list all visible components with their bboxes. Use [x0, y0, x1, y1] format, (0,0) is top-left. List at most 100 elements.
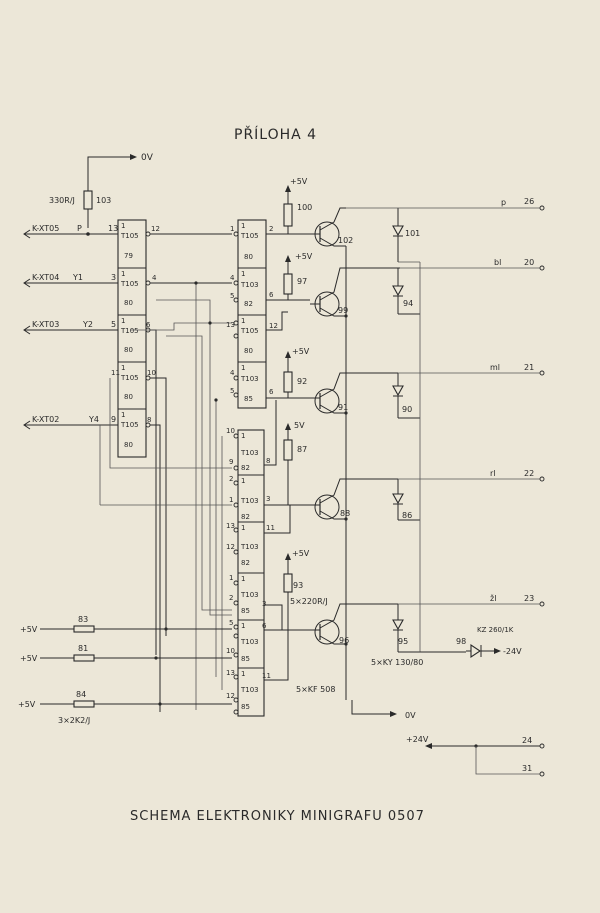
ground-ref-top: 0V [87, 153, 154, 195]
supply-resistor-97: +5V 97 [283, 252, 313, 301]
svg-text:T105: T105 [240, 232, 259, 240]
svg-text:1: 1 [229, 496, 233, 504]
svg-text:3×2K2/J: 3×2K2/J [58, 716, 90, 725]
supply-resistor-92: +5V 92 [283, 347, 310, 398]
svg-text:3: 3 [262, 600, 266, 608]
input-k-xt05: K-XT05 P 13 [23, 224, 118, 239]
svg-text:102: 102 [338, 236, 353, 245]
svg-text:ml: ml [490, 363, 500, 372]
svg-text:1: 1 [241, 575, 245, 583]
svg-text:1: 1 [241, 477, 245, 485]
svg-text:+24V: +24V [406, 735, 429, 744]
svg-text:11: 11 [262, 672, 271, 680]
svg-text:T103: T103 [240, 375, 259, 383]
svg-text:13: 13 [226, 669, 235, 677]
diode-101: 101 [392, 208, 420, 262]
transistor-96: 96 [310, 603, 398, 645]
svg-text:13: 13 [226, 321, 235, 329]
svg-text:K-XT03: K-XT03 [32, 320, 59, 329]
svg-text:95: 95 [398, 637, 408, 646]
svg-text:5: 5 [230, 292, 234, 300]
svg-text:1: 1 [241, 622, 245, 630]
svg-text:82: 82 [244, 300, 253, 308]
diode-90: 90 [392, 373, 420, 419]
svg-text:5: 5 [229, 619, 233, 627]
resistor-103: 330R/J 103 [49, 190, 111, 228]
svg-text:+5V: +5V [292, 347, 310, 356]
output-24: +24V 24 31 [406, 735, 545, 777]
svg-text:80: 80 [124, 441, 133, 449]
svg-text:85: 85 [244, 395, 253, 403]
svg-text:21: 21 [524, 363, 534, 372]
svg-text:T105: T105 [120, 374, 139, 382]
svg-text:Y1: Y1 [72, 273, 83, 282]
svg-text:1: 1 [121, 317, 125, 325]
svg-text:K-XT04: K-XT04 [32, 273, 59, 282]
svg-text:101: 101 [405, 229, 420, 238]
svg-text:4: 4 [230, 274, 235, 282]
transistor-91: 91 [310, 372, 398, 414]
svg-text:80: 80 [124, 346, 133, 354]
supply-resistor-100: +5V 100 [283, 177, 312, 235]
svg-text:2: 2 [229, 594, 233, 602]
svg-text:5: 5 [111, 320, 116, 329]
svg-text:10: 10 [226, 647, 235, 655]
svg-text:3: 3 [266, 495, 270, 503]
svg-text:1: 1 [241, 317, 245, 325]
svg-text:100: 100 [297, 203, 312, 212]
svg-text:24: 24 [522, 736, 532, 745]
svg-text:2: 2 [229, 475, 233, 483]
svg-text:80: 80 [244, 347, 253, 355]
svg-text:1: 1 [241, 670, 245, 678]
svg-text:80: 80 [124, 299, 133, 307]
emitter-bus: 0V 5×KF 508 [296, 246, 416, 720]
svg-text:11: 11 [266, 524, 275, 532]
transistor-99: 99 [310, 267, 400, 317]
svg-text:T103: T103 [240, 686, 259, 694]
input-k-xt03: K-XT03 Y2 5 [23, 320, 118, 335]
svg-text:bl: bl [494, 258, 501, 267]
svg-text:5: 5 [230, 387, 234, 395]
svg-text:12: 12 [151, 225, 160, 233]
svg-text:T105: T105 [120, 280, 139, 288]
svg-text:96: 96 [339, 636, 349, 645]
svg-text:Y4: Y4 [88, 415, 99, 424]
svg-text:0V: 0V [141, 153, 154, 163]
svg-text:0V: 0V [405, 711, 416, 720]
svg-text:6: 6 [146, 321, 151, 329]
led-98: -24V 98 KZ 260/1K [456, 626, 522, 659]
diode-rail [398, 261, 466, 653]
svg-text:12: 12 [269, 322, 278, 330]
svg-text:87: 87 [297, 445, 307, 454]
svg-text:6: 6 [269, 291, 274, 299]
svg-text:11: 11 [111, 369, 120, 377]
transistor-102: 102 [310, 207, 353, 247]
svg-text:T105: T105 [120, 421, 139, 429]
svg-text:12: 12 [226, 543, 235, 551]
svg-text:2: 2 [269, 225, 273, 233]
svg-text:T103: T103 [240, 591, 259, 599]
input-k-xt04: K-XT04 Y1 3 [23, 273, 118, 288]
svg-text:84: 84 [76, 690, 86, 699]
svg-text:P: P [77, 224, 82, 233]
svg-text:22: 22 [524, 469, 534, 478]
output-p: p 26 [346, 197, 545, 211]
diode-86: 86 [392, 479, 420, 521]
svg-text:10: 10 [147, 369, 156, 377]
svg-text:26: 26 [524, 197, 534, 206]
svg-text:83: 83 [78, 615, 88, 624]
svg-text:T105: T105 [120, 232, 139, 240]
svg-text:1: 1 [241, 270, 245, 278]
svg-text:8: 8 [147, 416, 151, 424]
supply-resistor-87: 5V 87 [283, 421, 307, 505]
svg-text:1: 1 [241, 524, 245, 532]
svg-text:103: 103 [96, 196, 111, 205]
svg-text:85: 85 [241, 703, 250, 711]
svg-text:T103: T103 [240, 543, 259, 551]
svg-text:1: 1 [241, 222, 245, 230]
svg-text:T105: T105 [120, 327, 139, 335]
svg-text:98: 98 [456, 637, 466, 646]
svg-text:10: 10 [226, 427, 235, 435]
svg-text:330R/J: 330R/J [49, 196, 75, 205]
